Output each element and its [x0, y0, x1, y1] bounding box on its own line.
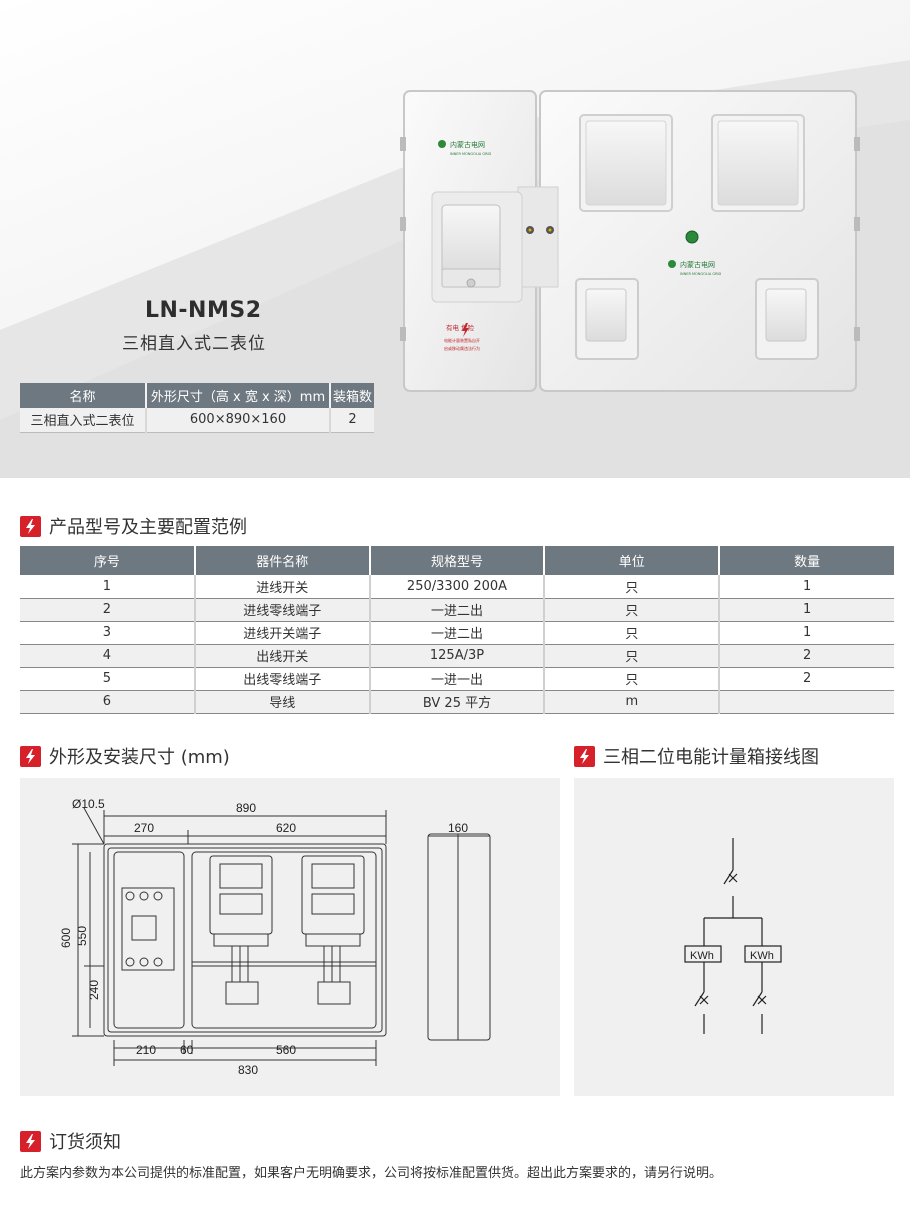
table-row: 1 进线开关 250/3300 200A 只 1: [20, 575, 894, 599]
wiring-diagram: KWh KWh: [684, 838, 782, 1034]
config-header-spec: 规格型号: [369, 546, 546, 575]
logo-text-right-en: INNER MONGOLIA GRID: [680, 272, 722, 276]
grid-logo-right-icon: 内蒙古电网 INNER MONGOLIA GRID: [668, 260, 722, 276]
dim-bottom-right: 560: [276, 1043, 296, 1057]
table-cell: 125A/3P: [369, 644, 546, 668]
logo-text-right: 内蒙古电网: [680, 260, 715, 269]
config-header-row: 序号 器件名称 规格型号 单位 数量: [20, 546, 894, 575]
table-cell: 出线零线端子: [194, 667, 371, 691]
table-cell: BV 25 平方: [369, 690, 546, 714]
section-dims-header: 外形及安装尺寸 (mm): [20, 743, 230, 769]
product-image: 内蒙古电网 INNER MONGOLIA GRID 有电 危险 电能计量装置私自…: [400, 90, 860, 392]
table-cell: 进线开关端子: [194, 621, 371, 645]
table-cell: 1: [719, 598, 894, 622]
table-cell: 3: [20, 621, 196, 645]
meter-label-1: KWh: [690, 950, 714, 962]
spec-header-count: 装箱数: [330, 383, 374, 408]
section-dims-title: 外形及安装尺寸 (mm): [49, 747, 230, 768]
table-cell: 4: [20, 644, 196, 668]
spec-table: 名称 外形尺寸（高 x 宽 x 深）mm 装箱数 三相直入式二表位 600×89…: [20, 383, 374, 433]
spec-header-size: 外形尺寸（高 x 宽 x 深）mm: [146, 383, 331, 408]
config-table: 序号 器件名称 规格型号 单位 数量 1 进线开关 250/3300 200A …: [20, 546, 894, 714]
table-cell: 2: [20, 598, 196, 622]
section-wiring-title: 三相二位电能计量箱接线图: [603, 747, 819, 768]
table-cell: 一进一出: [369, 667, 546, 691]
product-model: LN-NMS2: [145, 298, 262, 323]
table-cell: 1: [20, 575, 196, 599]
table-cell: 1: [719, 575, 894, 599]
lightning-icon: [20, 745, 41, 767]
table-row: 6 导线 BV 25 平方 m: [20, 690, 894, 714]
config-header-qty: 数量: [719, 546, 894, 575]
warning-note-2: 启或移动属违法行为: [444, 345, 480, 351]
dim-height: 600: [59, 928, 73, 948]
table-cell: 一进二出: [369, 621, 546, 645]
dim-depth: 160: [448, 821, 468, 835]
table-cell: 1: [719, 621, 894, 645]
dimension-drawing: Ø10.5 890 270 620 160 600 550 240 210 60…: [59, 797, 491, 1077]
table-cell: 只: [544, 644, 721, 668]
logo-text-left-en: INNER MONGOLIA GRID: [450, 152, 492, 156]
table-cell: 进线零线端子: [194, 598, 371, 622]
section-order-title: 订货须知: [49, 1132, 121, 1153]
table-cell: m: [544, 690, 721, 714]
grid-logo-left-icon: 内蒙古电网 INNER MONGOLIA GRID: [438, 140, 492, 156]
lightning-icon: [574, 745, 595, 767]
spec-row: 三相直入式二表位 600×890×160 2: [20, 408, 374, 433]
config-header-unit: 单位: [544, 546, 721, 575]
spec-header-name: 名称: [20, 383, 147, 408]
table-row: 3 进线开关端子 一进二出 只 1: [20, 621, 894, 645]
dim-bottom-left: 210: [136, 1043, 156, 1057]
section-config-title: 产品型号及主要配置范例: [49, 517, 247, 538]
hero-section: LN-NMS2 三相直入式二表位 名称 外形尺寸（高 x 宽 x 深）mm 装箱…: [0, 0, 910, 478]
indicator-light-icon: [685, 230, 699, 244]
lightning-icon: [20, 1130, 41, 1152]
config-header-index: 序号: [20, 546, 196, 575]
dim-hole: Ø10.5: [72, 797, 105, 811]
dim-lower-height: 240: [87, 980, 101, 1000]
dim-left-width: 270: [134, 821, 154, 835]
config-header-component: 器件名称: [194, 546, 371, 575]
table-row: 4 出线开关 125A/3P 只 2: [20, 644, 894, 668]
table-cell: 导线: [194, 690, 371, 714]
section-order-header: 订货须知: [20, 1128, 121, 1154]
dim-overall-width: 890: [236, 801, 256, 815]
spec-cell-size: 600×890×160: [146, 408, 331, 433]
table-cell: 250/3300 200A: [369, 575, 546, 599]
warning-lightning-icon: [462, 323, 469, 337]
lightning-icon: [20, 515, 41, 537]
table-row: 5 出线零线端子 一进一出 只 2: [20, 667, 894, 691]
table-cell: 只: [544, 575, 721, 599]
table-cell: 2: [719, 667, 894, 691]
table-cell: 只: [544, 621, 721, 645]
table-cell: 6: [20, 690, 196, 714]
warning-note-1: 电能计量装置私自开: [444, 337, 480, 343]
table-cell: 只: [544, 598, 721, 622]
table-cell: 2: [719, 644, 894, 668]
dim-right-width: 620: [276, 821, 296, 835]
table-cell: 出线开关: [194, 644, 371, 668]
section-config-header: 产品型号及主要配置范例: [20, 513, 247, 539]
table-cell: 5: [20, 667, 196, 691]
table-cell: 只: [544, 667, 721, 691]
order-note: 此方案内参数为本公司提供的标准配置，如果客户无明确要求，公司将按标准配置供货。超…: [20, 1166, 723, 1181]
dim-bottom-total: 830: [238, 1063, 258, 1077]
dimension-drawing-panel: Ø10.5 890 270 620 160 600 550 240 210 60…: [20, 778, 560, 1096]
table-cell: [719, 690, 894, 714]
switch-cross-icon: [699, 873, 767, 1005]
spec-cell-count: 2: [330, 408, 374, 433]
product-subtitle: 三相直入式二表位: [122, 334, 266, 354]
meter-label-2: KWh: [750, 950, 774, 962]
dim-inner-height: 550: [75, 926, 89, 946]
wiring-diagram-panel: KWh KWh: [574, 778, 894, 1096]
table-cell: 进线开关: [194, 575, 371, 599]
section-wiring-header: 三相二位电能计量箱接线图: [574, 743, 819, 769]
spec-cell-name: 三相直入式二表位: [20, 408, 147, 433]
spec-header-row: 名称 外形尺寸（高 x 宽 x 深）mm 装箱数: [20, 383, 374, 408]
dim-bottom-gap: 60: [180, 1043, 194, 1057]
logo-text-left: 内蒙古电网: [450, 140, 485, 149]
warning-text: 有电 危险: [446, 323, 475, 332]
table-row: 2 进线零线端子 一进二出 只 1: [20, 598, 894, 622]
table-cell: 一进二出: [369, 598, 546, 622]
